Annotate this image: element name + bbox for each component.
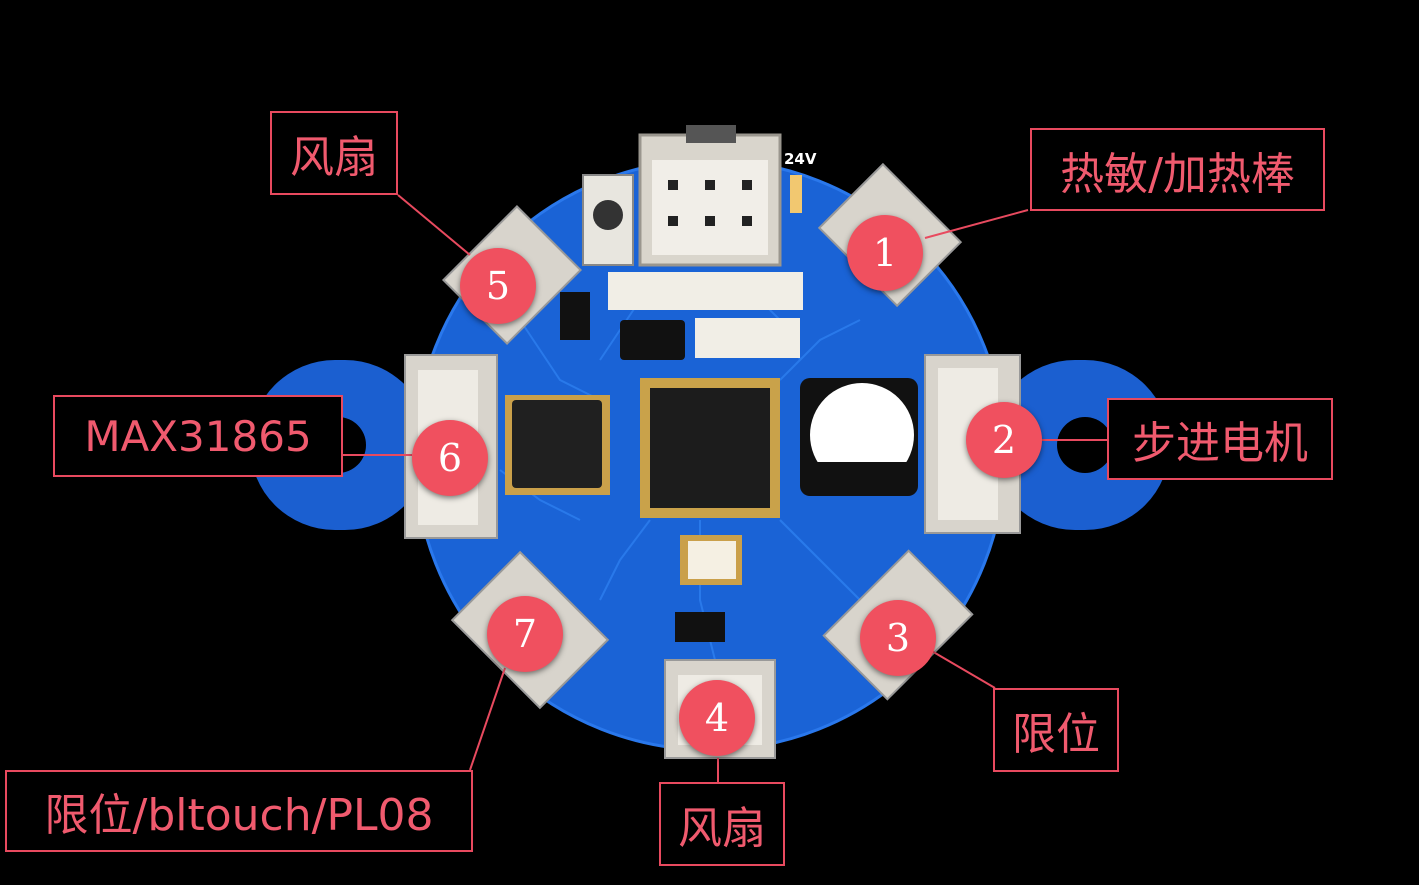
callout-badge-7: 7 xyxy=(487,596,563,672)
callout-label-3: 限位 xyxy=(993,688,1119,772)
callout-badge-3: 3 xyxy=(860,600,936,676)
crystal xyxy=(680,535,742,585)
callout-badge-1: 1 xyxy=(847,215,923,291)
voltage-silkscreen: 24V xyxy=(784,150,817,168)
leader-lines xyxy=(340,194,1107,782)
callout-label-6: MAX31865 xyxy=(53,395,343,477)
callout-label-7: 限位/bltouch/PL08 xyxy=(5,770,473,852)
buzzer xyxy=(800,378,918,496)
callout-label-1: 热敏/加热棒 xyxy=(1030,128,1325,211)
callout-badge-6: 6 xyxy=(412,420,488,496)
callout-label-4: 风扇 xyxy=(659,782,785,866)
mosfet xyxy=(560,292,590,340)
push-button xyxy=(582,174,634,266)
mcu-chip xyxy=(640,378,780,518)
resistor-array xyxy=(608,272,803,358)
callout-label-2: 步进电机 xyxy=(1107,398,1333,480)
smd-component xyxy=(790,175,802,213)
regulator xyxy=(675,612,725,642)
callout-badge-5: 5 xyxy=(460,248,536,324)
callout-badge-4: 4 xyxy=(679,680,755,756)
callout-label-5: 风扇 xyxy=(270,111,398,195)
callout-badge-2: 2 xyxy=(966,402,1042,478)
max31865-chip xyxy=(505,395,610,495)
small-ic xyxy=(620,320,685,360)
power-connector xyxy=(638,125,782,267)
